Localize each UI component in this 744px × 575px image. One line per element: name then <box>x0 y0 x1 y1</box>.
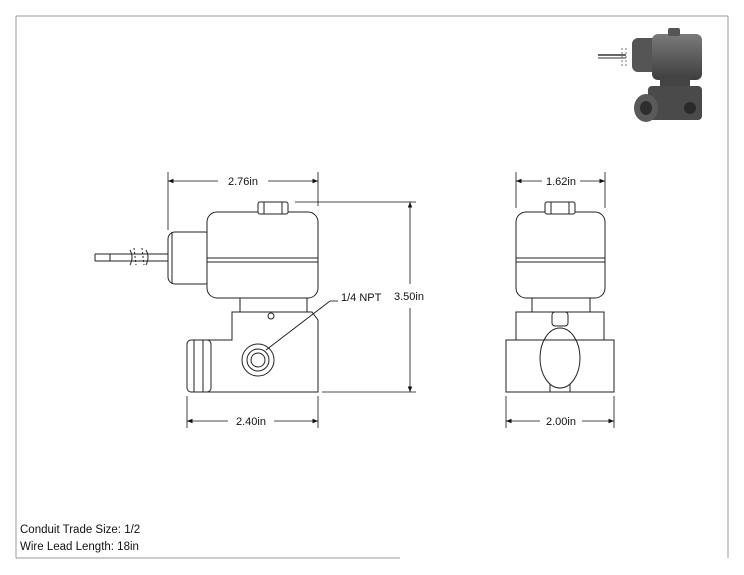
dim-side-width-top: 1.62in <box>546 176 576 188</box>
side-valve-stem <box>531 297 591 313</box>
side-coil-nut <box>544 201 576 215</box>
dim-front-width-top: 2.76in <box>228 176 258 188</box>
dimension-lines <box>167 172 615 428</box>
sheet-border <box>15 15 729 559</box>
wire-lead-note: Wire Lead Length: 18in <box>20 541 139 553</box>
dim-side-width-bottom: 2.00in <box>546 416 576 428</box>
inlet-port <box>186 339 212 393</box>
dim-front-width-bottom: 2.40in <box>236 416 266 428</box>
drawing-notes: Conduit Trade Size: 1/2 Wire Lead Length… <box>20 522 140 556</box>
side-bonnet <box>539 327 581 389</box>
dim-height: 3.50in <box>394 291 424 303</box>
iso-thumbnail <box>598 28 702 122</box>
side-view <box>505 201 615 393</box>
port-label: 1/4 NPT <box>341 292 382 304</box>
conduit-hub <box>167 231 213 285</box>
front-view <box>94 201 319 393</box>
coil-nut <box>257 201 289 215</box>
conduit-note: Conduit Trade Size: 1/2 <box>20 524 141 536</box>
wire-leads <box>94 247 168 266</box>
side-coil-housing <box>515 211 606 299</box>
coil-housing <box>206 211 319 299</box>
valve-stem <box>239 297 308 313</box>
